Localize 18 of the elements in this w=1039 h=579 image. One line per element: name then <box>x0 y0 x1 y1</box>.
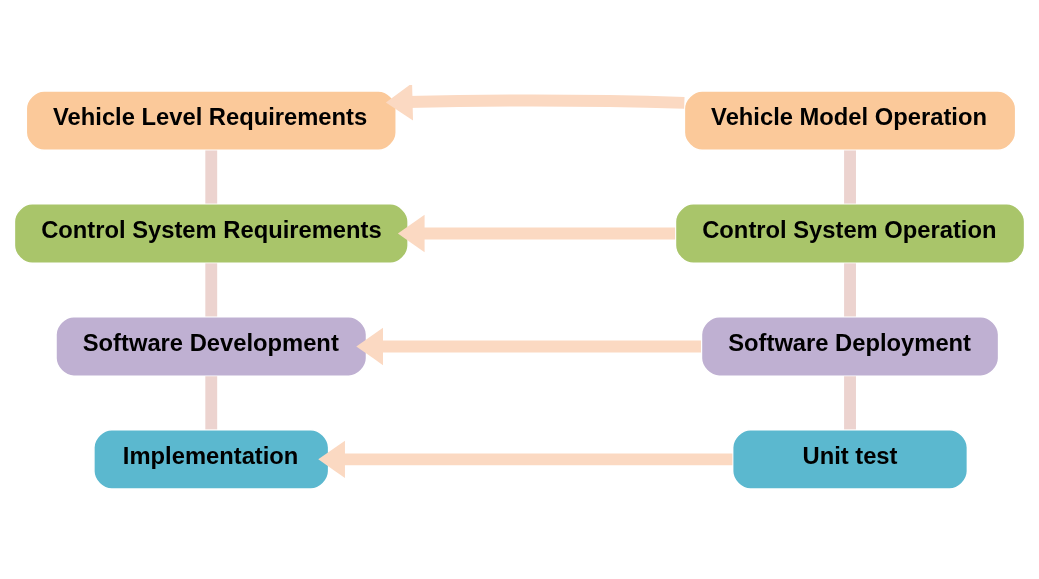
connector <box>205 262 218 316</box>
node-box: Vehicle Level Requirements <box>25 89 397 151</box>
node-box: Control System Requirements <box>13 202 409 264</box>
arrow <box>385 84 685 121</box>
arrow <box>318 440 733 478</box>
node-box: Software Deployment <box>700 315 1000 377</box>
arrow <box>397 214 676 252</box>
node-box: Implementation <box>93 428 330 490</box>
connector <box>844 149 856 204</box>
arrow <box>356 327 701 365</box>
node-box: Software Development <box>55 315 368 377</box>
connector <box>844 262 856 316</box>
node-box: Vehicle Model Operation <box>683 89 1017 151</box>
connector <box>844 375 856 429</box>
connector <box>205 375 218 429</box>
node-box: Control System Operation <box>674 202 1026 264</box>
node-box: Unit test <box>731 428 969 490</box>
connector <box>205 149 218 204</box>
